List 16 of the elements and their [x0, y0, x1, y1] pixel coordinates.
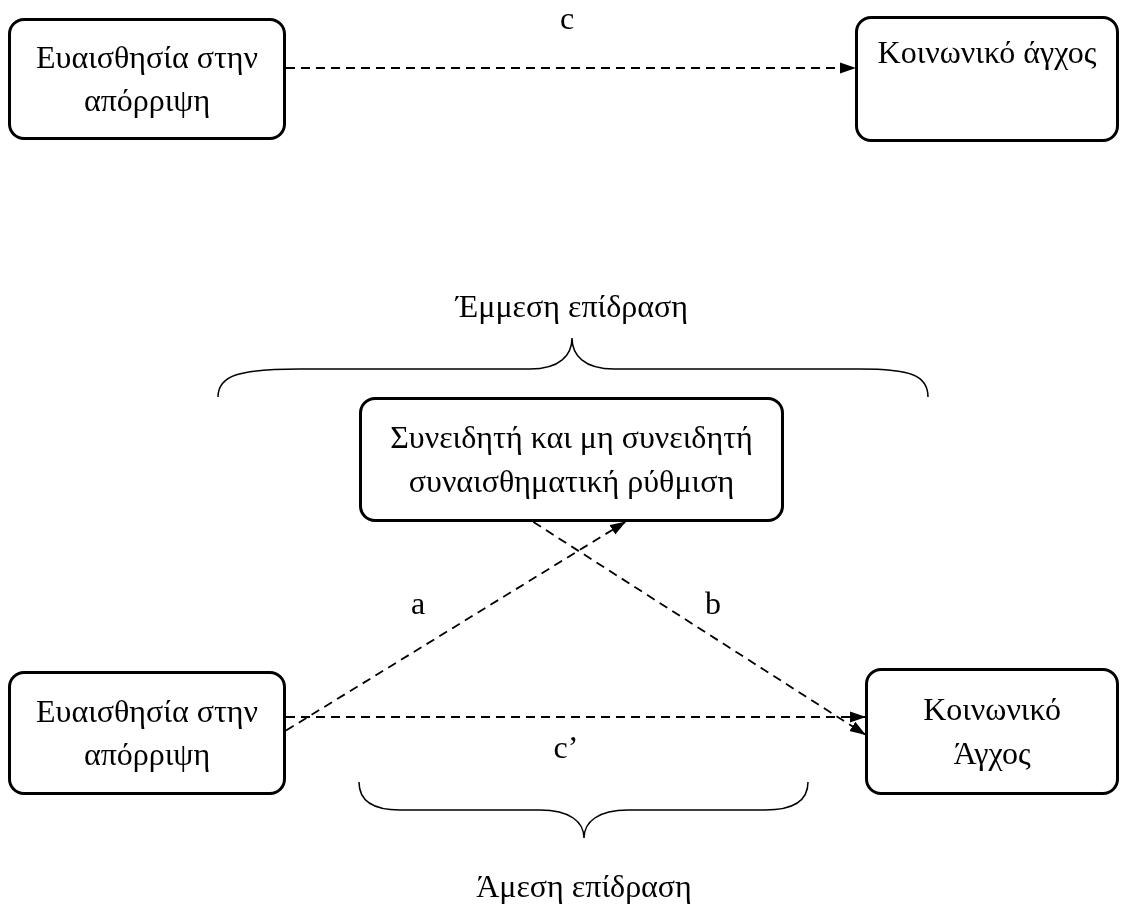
dashed-arrow	[285, 62, 856, 74]
dashed-arrow	[532, 521, 866, 736]
rounded-box	[865, 668, 1119, 795]
brace-label: Έμμεση επίδραση	[456, 290, 688, 322]
rounded-box	[855, 16, 1119, 142]
node-text: Ευαισθησία στην απόρριψη	[35, 37, 259, 120]
rounded-box	[359, 397, 784, 522]
node-text: Κοινωνικό Άγχος	[922, 690, 1062, 773]
dashed-arrow	[285, 521, 627, 732]
dashed-arrow	[285, 711, 866, 723]
node-text: Ευαισθησία στην απόρριψη	[35, 691, 259, 774]
node-text: Κοινωνικό άγχος	[877, 33, 1097, 72]
brace-label: Άμεση επίδραση	[476, 870, 692, 902]
node-text: Συνειδητή και μη συνειδητή συναισθηματική ρύθμιση	[389, 418, 754, 501]
rounded-box	[8, 18, 286, 140]
rounded-box	[8, 671, 286, 795]
